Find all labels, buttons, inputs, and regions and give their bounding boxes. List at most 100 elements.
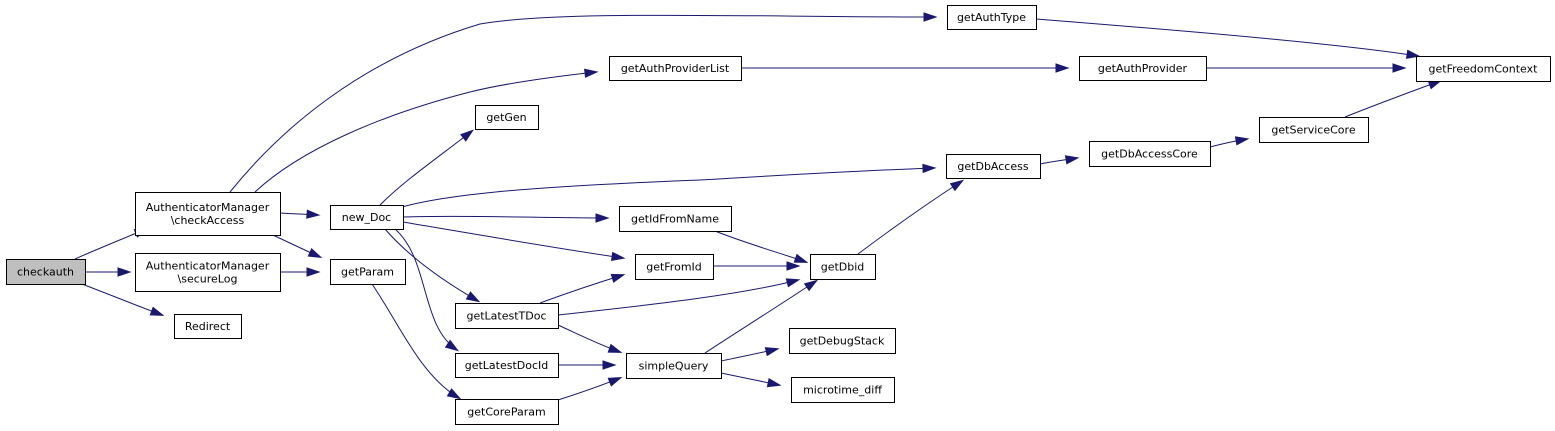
- arrowhead: [595, 213, 610, 223]
- edge-am-checkaccess-to-new-doc: [279, 209, 321, 219]
- node-box: [455, 353, 559, 378]
- arrowhead: [465, 291, 481, 303]
- edge-line: [371, 283, 460, 399]
- node-am-securelog[interactable]: AuthenticatorManager\secureLog: [135, 253, 281, 292]
- arrowhead: [949, 179, 965, 192]
- edge-line: [704, 280, 817, 354]
- node-box: [455, 303, 559, 329]
- arrowhead: [923, 12, 938, 22]
- edge-line: [539, 274, 624, 304]
- node-getcoreparam[interactable]: getCoreParam: [455, 399, 559, 425]
- node-label: getDbAccess: [957, 160, 1028, 173]
- arrowhead: [306, 209, 321, 219]
- edge-getlatestdocid-to-simplequery: [558, 360, 617, 370]
- node-label: \checkAccess: [171, 214, 245, 227]
- node-label: getDbid: [821, 261, 865, 274]
- arrowhead: [922, 163, 937, 174]
- node-redirect[interactable]: Redirect: [174, 314, 242, 339]
- node-box: [626, 353, 722, 379]
- node-getidfromname[interactable]: getIdFromName: [619, 206, 732, 232]
- node-getdbaccess[interactable]: getDbAccess: [946, 154, 1041, 179]
- arrowhead: [460, 129, 475, 142]
- node-getauthprovider[interactable]: getAuthProvider: [1079, 56, 1207, 81]
- node-label: new_Doc: [342, 211, 391, 224]
- edge-am-checkaccess-to-getauthtype: [229, 12, 938, 193]
- edge-line: [557, 279, 799, 316]
- edge-new-doc-to-getidfromname: [402, 213, 610, 223]
- node-am-checkaccess[interactable]: AuthenticatorManager\checkAccess: [135, 192, 281, 236]
- arrowhead: [786, 261, 801, 271]
- arrowhead: [1055, 63, 1070, 73]
- node-getdbid[interactable]: getDbid: [810, 254, 876, 280]
- node-label: getDebugStack: [800, 335, 885, 348]
- node-label: getServiceCore: [1271, 124, 1355, 137]
- edge-getauthprovider-to-getfreedomcontext: [1206, 63, 1407, 73]
- node-getfromid[interactable]: getFromId: [635, 254, 714, 280]
- edge-new-doc-to-getlatestdocid: [394, 228, 460, 352]
- node-label: microtime_diff: [803, 384, 882, 397]
- arrowhead: [1234, 136, 1250, 146]
- call-graph-edges: [74, 12, 1443, 401]
- node-getdbaccesscore[interactable]: getDbAccessCore: [1089, 141, 1211, 167]
- edge-getlatesttdoc-to-getdbid: [557, 278, 801, 316]
- arrowhead: [607, 377, 623, 387]
- edge-getlatesttdoc-to-getfromid: [539, 273, 626, 304]
- arrowhead: [584, 68, 599, 78]
- node-new-doc[interactable]: new_Doc: [330, 205, 404, 230]
- edge-simplequery-to-microtime-diff: [720, 372, 782, 388]
- arrowhead: [610, 251, 626, 262]
- node-box: [330, 205, 404, 230]
- node-label: getLatestTDoc: [466, 310, 546, 323]
- arrowhead: [766, 378, 782, 388]
- edge-getauthproviderlist-to-getauthprovider: [741, 63, 1070, 73]
- arrowhead: [446, 388, 462, 400]
- edge-getidfromname-to-getdbid: [714, 230, 809, 263]
- node-getdebugstack[interactable]: getDebugStack: [789, 328, 896, 354]
- edge-getdbaccess-to-getdbaccesscore: [1039, 155, 1080, 165]
- arrowhead: [1392, 63, 1407, 73]
- edge-getlatesttdoc-to-simplequery: [557, 324, 623, 353]
- node-box: [6, 259, 86, 285]
- edge-line: [1035, 18, 1419, 57]
- edge-new-doc-to-getfromid: [402, 221, 626, 262]
- edge-getservicecore-to-getfreedomcontext: [1344, 80, 1443, 118]
- edge-line: [857, 180, 963, 255]
- node-getservicecore[interactable]: getServiceCore: [1259, 117, 1369, 143]
- node-getlatesttdoc[interactable]: getLatestTDoc: [455, 303, 559, 329]
- node-label: getAuthType: [957, 11, 1026, 24]
- edge-getfromid-to-getdbid: [713, 261, 801, 271]
- node-box: [609, 56, 742, 81]
- node-box: [1416, 56, 1551, 82]
- node-box: [135, 192, 281, 236]
- arrowhead: [1405, 49, 1421, 59]
- node-label: simpleQuery: [639, 360, 709, 373]
- node-label: getFromId: [646, 261, 702, 274]
- edge-line: [402, 215, 608, 219]
- node-box: [330, 259, 406, 285]
- edge-line: [384, 228, 479, 302]
- arrowhead: [803, 279, 819, 292]
- edge-line: [402, 221, 624, 259]
- node-getauthtype[interactable]: getAuthType: [947, 5, 1037, 30]
- node-microtime-diff[interactable]: microtime_diff: [791, 377, 895, 403]
- call-graph-nodes: checkauthAuthenticatorManager\checkAcces…: [6, 5, 1551, 425]
- node-label: getIdFromName: [631, 213, 719, 226]
- node-getfreedomcontext[interactable]: getFreedomContext: [1416, 56, 1551, 82]
- node-label: getLatestDocId: [465, 359, 549, 372]
- node-getgen[interactable]: getGen: [475, 105, 539, 130]
- edge-line: [229, 14, 936, 193]
- node-checkauth[interactable]: checkauth: [6, 259, 86, 285]
- node-label: AuthenticatorManager: [146, 260, 270, 273]
- node-box: [619, 206, 732, 232]
- arrowhead: [607, 343, 623, 353]
- node-getauthproviderlist[interactable]: getAuthProviderList: [609, 56, 742, 81]
- edge-new-doc-to-getlatesttdoc: [384, 228, 481, 303]
- node-label: getAuthProviderList: [621, 62, 730, 75]
- node-simplequery[interactable]: simpleQuery: [626, 353, 722, 379]
- node-getlatestdocid[interactable]: getLatestDocId: [455, 353, 559, 378]
- node-box: [789, 328, 896, 354]
- edge-new-doc-to-getgen: [379, 129, 475, 206]
- node-getparam[interactable]: getParam: [330, 259, 406, 285]
- node-label: getGen: [486, 111, 526, 124]
- node-label: getCoreParam: [467, 406, 545, 419]
